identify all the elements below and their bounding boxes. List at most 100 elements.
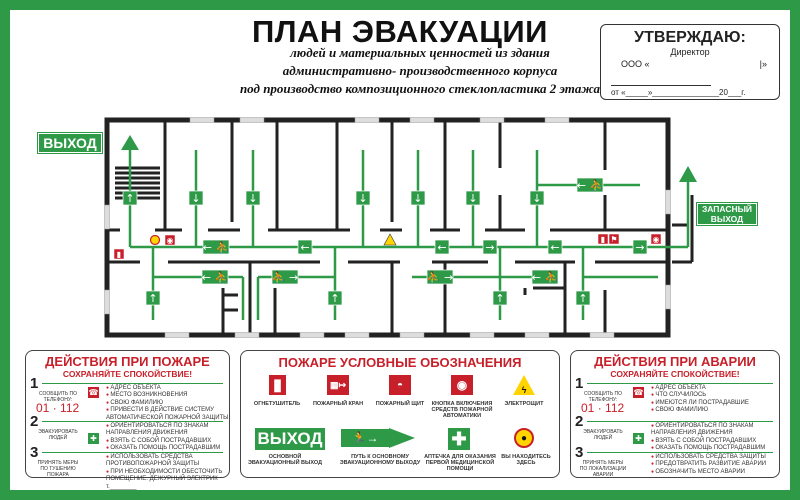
path-arrow-icon <box>389 428 415 448</box>
direction-sign-icon: ← ⛹ <box>531 269 559 285</box>
svg-text:↑: ↑ <box>148 292 157 305</box>
step-divider <box>587 421 773 422</box>
first-aid-icon: ✚ <box>633 433 644 444</box>
accident-panel-title: ДЕЙСТВИЯ ПРИ АВАРИИ <box>594 354 756 369</box>
window <box>164 332 190 338</box>
step-bullet: ОКАЗАТЬ ПОМОЩЬ ПОСТРАДАВШИМ <box>651 445 779 452</box>
legend-label: ПОЖАРНЫЙ ЩИТ <box>375 401 425 407</box>
svg-text:⚑: ⚑ <box>610 235 617 244</box>
direction-sign-icon: ← <box>297 239 313 255</box>
direction-sign-icon: ↓ <box>188 190 204 206</box>
step-bullet: ОРИЕНТИРОВАТЬСЯ ПО ЗНАКАМ НАПРАВЛЕНИЯ ДВ… <box>106 423 229 438</box>
legend-label: ПОЖАРНЫЙ КРАН <box>312 401 364 407</box>
phone-fire: 01 <box>581 401 595 415</box>
step-bullet: ПРИ НЕОБХОДИМОСТИ ОБЕСТОЧИТЬ ПОМЕЩЕНИЕ. … <box>106 469 229 491</box>
phone-icon: ☎ <box>633 387 644 398</box>
svg-text:↑: ↑ <box>330 292 339 305</box>
step-bullet: ОБОЗНАЧИТЬ МЕСТО АВАРИИ <box>651 469 766 476</box>
direction-sign-icon: ⛹ → <box>426 269 454 285</box>
step-bullets: АДРЕС ОБЪЕКТАМЕСТО ВОЗНИКНОВЕНИЯСВОЮ ФАМ… <box>106 385 229 422</box>
step-bullet: АДРЕС ОБЪЕКТА <box>651 385 749 392</box>
step-side-label: сообщить по телефону: <box>583 391 623 403</box>
legend-label: АПТЕЧКА ДЛЯ ОКАЗАНИЯ ПЕРВОЙ МЕДИЦИНСКОЙ … <box>424 454 496 472</box>
step-side-label: эвакуировать людей <box>583 429 623 441</box>
step-bullet: ИСПОЛЬЗОВАТЬ СРЕДСТВА ПРОТИВОПОЖАРНОЙ ЗА… <box>106 454 229 469</box>
extinguisher-icon: ▮ <box>597 233 609 245</box>
main-exit-label: ВЫХОД <box>37 132 103 154</box>
electric-panel-icon: ϟ <box>513 375 535 395</box>
step-divider <box>587 383 773 384</box>
svg-text:↑: ↑ <box>495 292 504 305</box>
stamp-title: УТВЕРЖДАЮ: <box>634 29 746 46</box>
direction-sign-icon: ← <box>547 239 563 255</box>
fire-panel-title: ДЕЙСТВИЯ ПРИ ПОЖАРЕ <box>45 354 210 369</box>
svg-text:↓: ↓ <box>532 192 541 205</box>
step-number: 2 <box>30 413 39 430</box>
direction-sign-icon: ↑ <box>492 290 508 306</box>
svg-text:→: → <box>635 241 644 254</box>
accident-steps: 1сообщить по телефону:АДРЕС ОБЪЕКТАЧТО С… <box>571 375 779 478</box>
phone-numbers: 01 · 112 <box>36 401 80 415</box>
direction-sign-icon: ↑ <box>327 290 343 306</box>
phone-emergency: 112 <box>605 401 625 415</box>
subtitle-line-1: людей и материальных ценностей из здания <box>290 45 550 60</box>
legend-panel: ПОЖАРЕ УСЛОВНЫЕ ОБОЗНАЧЕНИЯ ▮ ▦↦ ◓ ◉ ϟ О… <box>240 350 560 478</box>
exit-sign-icon: ВЫХОД <box>255 428 325 450</box>
step-bullet: АДРЕС ОБЪЕКТА <box>106 385 229 392</box>
you-are-here-icon <box>149 234 161 246</box>
step-divider <box>42 452 223 453</box>
window <box>524 332 550 338</box>
window <box>344 332 370 338</box>
phone-icon: ☎ <box>88 387 99 398</box>
you-are-here-icon: ● <box>514 428 534 448</box>
legend-label: ПУТЬ К ОСНОВНОМУ ЭВАКУАЦИОННОМУ ВЫХОДУ <box>339 454 421 466</box>
step-bullet: ПРЕДОТВРАТИТЬ РАЗВИТИЕ АВАРИИ <box>651 461 766 468</box>
direction-sign-icon: ↑ <box>575 290 591 306</box>
step-bullet: ВЗЯТЬ С СОБОЙ ПОСТРАДАВШИХ <box>106 438 229 445</box>
main-exit-arrow <box>121 135 139 150</box>
step-bullets: ОРИЕНТИРОВАТЬСЯ ПО ЗНАКАМ НАПРАВЛЕНИЯ ДВ… <box>106 423 229 453</box>
step-bullet: ОКАЗАТЬ ПОМОЩЬ ПОСТРАДАВШИМ <box>106 445 229 452</box>
step-divider <box>42 421 223 422</box>
svg-text:◉: ◉ <box>653 235 660 244</box>
legend-label: ВЫ НАХОДИТЕСЬ ЗДЕСЬ <box>501 454 551 466</box>
action-step: 2эвакуировать людей ОРИЕНТИРОВАТЬСЯ ПО ЗН… <box>26 413 229 451</box>
svg-text:← ⛹: ← ⛹ <box>532 270 558 284</box>
step-bullet: ОРИЕНТИРОВАТЬСЯ ПО ЗНАКАМ НАПРАВЛЕНИЯ ДВ… <box>651 423 779 438</box>
step-bullet: ВЗЯТЬ С СОБОЙ ПОСТРАДАВШИХ <box>651 438 779 445</box>
window <box>544 117 570 123</box>
svg-text:▮: ▮ <box>601 235 605 244</box>
step-side-label: принять меры по локализации аварии <box>579 460 627 478</box>
step-side-label: эвакуировать людей <box>38 429 78 441</box>
window <box>409 117 435 123</box>
spare-exit-arrow <box>679 166 697 182</box>
step-number: 2 <box>575 413 584 430</box>
svg-text:←: ← <box>550 241 559 254</box>
step-bullet: ЧТО СЛУЧИЛОСЬ <box>651 392 749 399</box>
window <box>399 332 425 338</box>
legend-label: ЭЛЕКТРОЩИТ <box>504 401 544 407</box>
svg-text:↓: ↓ <box>248 192 257 205</box>
step-bullets: ИСПОЛЬЗОВАТЬ СРЕДСТВА ЗАЩИТЫПРЕДОТВРАТИТ… <box>651 454 766 476</box>
window <box>469 332 495 338</box>
step-bullets: ОРИЕНТИРОВАТЬСЯ ПО ЗНАКАМ НАПРАВЛЕНИЯ ДВ… <box>651 423 779 453</box>
direction-sign-icon: ↑ <box>122 190 138 206</box>
stamp-org-close: |» <box>759 59 767 69</box>
svg-text:←: ← <box>437 241 446 254</box>
direction-sign-icon: ← <box>434 239 450 255</box>
svg-text:◉: ◉ <box>167 236 174 245</box>
step-bullet: ИМЕЮТСЯ ЛИ ПОСТРАДАВШИЕ <box>651 400 748 407</box>
fire-board-icon: ◓ <box>389 375 411 395</box>
step-divider <box>587 452 773 453</box>
direction-sign-icon: ⛹ → <box>271 269 299 285</box>
legend-label: ОГНЕТУШИТЕЛЬ <box>253 401 301 407</box>
subtitle-line-2: административно- производственного корпу… <box>282 63 558 78</box>
fire-hydrant-icon: ▦↦ <box>327 375 349 395</box>
window <box>104 289 110 315</box>
first-aid-icon: ✚ <box>88 433 99 444</box>
alarm-button-icon: ◉ <box>451 375 473 395</box>
fire-panel-subtitle: СОХРАНЯЙТЕ СПОКОЙСТВИЕ! <box>62 369 193 379</box>
signature-line <box>611 85 711 86</box>
step-bullets: ИСПОЛЬЗОВАТЬ СРЕДСТВА ПРОТИВОПОЖАРНОЙ ЗА… <box>106 454 229 491</box>
